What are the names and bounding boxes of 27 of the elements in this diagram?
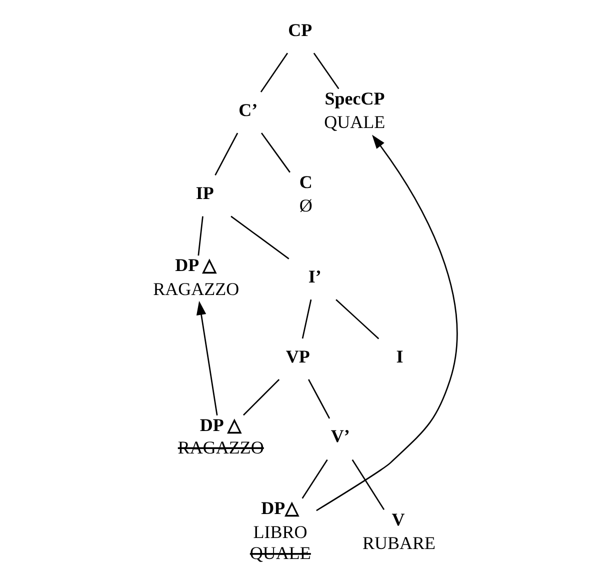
arrow bbox=[196, 300, 218, 416]
node-text: DP △ RAGAZZO bbox=[153, 255, 240, 299]
node-text: V’ bbox=[330, 426, 350, 446]
connector bbox=[198, 216, 204, 256]
connector bbox=[260, 52, 288, 92]
connector bbox=[336, 299, 380, 340]
connector bbox=[230, 216, 290, 260]
node-text: DP△ LIBRO QUALE bbox=[250, 498, 311, 564]
node-text: DP △ RAGAZZO bbox=[178, 414, 264, 458]
node-text: SpecCP QUALE bbox=[324, 88, 386, 132]
node-text: VP bbox=[286, 346, 310, 366]
node-text: CP bbox=[288, 20, 312, 40]
node-text: I’ bbox=[308, 266, 322, 286]
node-text: V RUBARE bbox=[362, 509, 436, 554]
node-text: I bbox=[396, 346, 404, 366]
node-text: C Ø bbox=[299, 172, 312, 216]
connector bbox=[313, 52, 340, 90]
node-text: C’ bbox=[238, 100, 258, 120]
connector bbox=[302, 459, 328, 499]
connector bbox=[260, 132, 290, 173]
connector bbox=[243, 379, 280, 416]
node-text: IP bbox=[196, 183, 214, 204]
connector bbox=[302, 299, 312, 339]
connector bbox=[352, 459, 385, 510]
arrow bbox=[316, 134, 458, 512]
connector bbox=[214, 132, 238, 176]
connector bbox=[308, 379, 330, 419]
